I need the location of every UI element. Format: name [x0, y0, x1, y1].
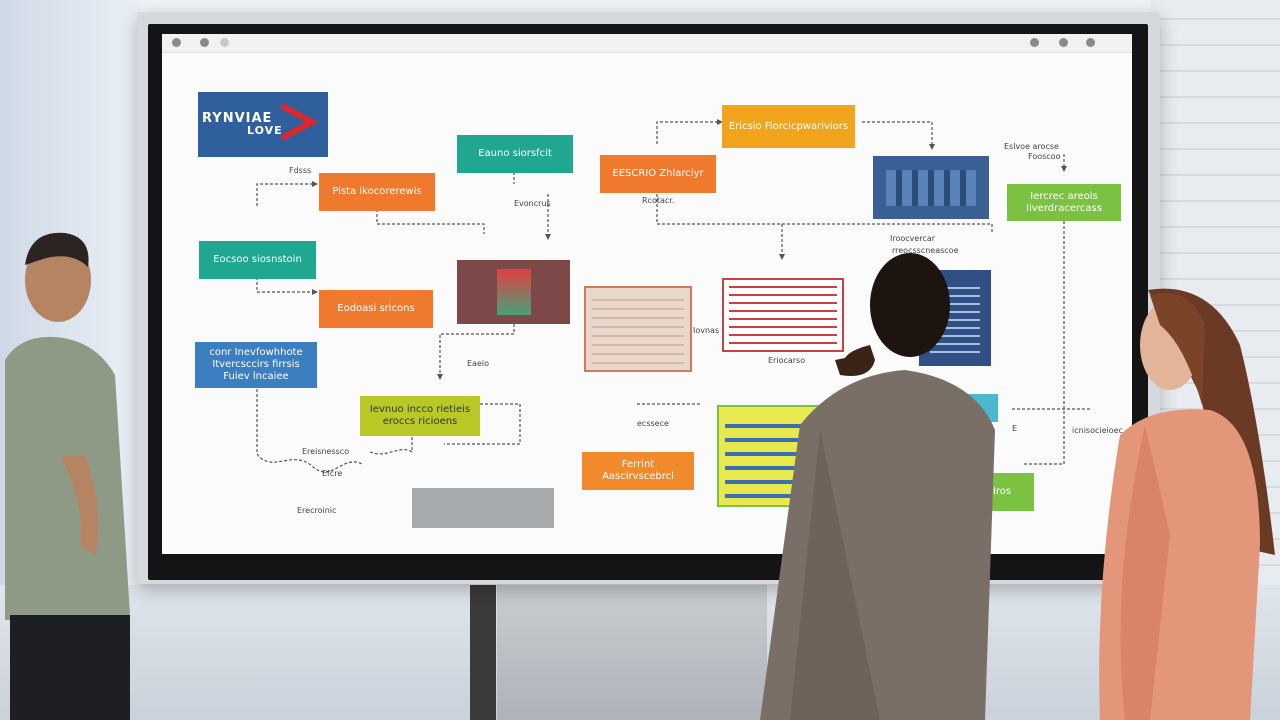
- settings-icon[interactable]: [1030, 38, 1039, 47]
- label: Fooscoo: [1028, 152, 1061, 161]
- tab-icon[interactable]: [220, 38, 229, 47]
- logo-tile: RYNVIAE LOVE: [198, 92, 328, 157]
- process-box[interactable]: Eauno siorsfcit: [457, 135, 573, 173]
- label: icnisocieioec: [1072, 426, 1123, 435]
- thumbnail-graphic: [886, 169, 976, 206]
- monitor-stand: [497, 585, 767, 720]
- table-lines: [592, 294, 684, 364]
- diagram-connectors: [256, 119, 1092, 473]
- process-box[interactable]: Pista ikocorerewis: [319, 173, 435, 211]
- report-lines: [729, 286, 837, 344]
- process-box[interactable]: Ferrint Aascirvscebrcl: [582, 452, 694, 490]
- logo-line-2: LOVE: [247, 123, 283, 137]
- screen-toolbar: [162, 34, 1132, 53]
- monitor-bezel: RYNVIAE LOVE Pista ikocorerewis Eauno si…: [148, 24, 1148, 580]
- process-box[interactable]: Ericsio Fiorcicpwariviors: [722, 105, 855, 148]
- label: Evoncrus: [514, 199, 551, 208]
- close-icon[interactable]: [1086, 38, 1095, 47]
- logo-line-1: RYNVIAE: [202, 110, 273, 126]
- person-left: [5, 232, 130, 720]
- process-box[interactable]: Eocsoo siosnstoin: [199, 241, 316, 279]
- label: ecssece: [637, 419, 669, 428]
- back-icon[interactable]: [172, 38, 181, 47]
- label: Ereisnessco: [302, 447, 350, 456]
- process-box[interactable]: Iercrec areois Iiverdracercass: [1007, 184, 1121, 221]
- label: Rcotacr.: [642, 196, 675, 205]
- gray-box[interactable]: [412, 488, 554, 528]
- label: Eriocarso: [768, 356, 806, 365]
- thumbnail-graphic: [496, 269, 531, 315]
- process-box[interactable]: conr Inevfowhhote Itvercsccirs firrsis F…: [195, 342, 317, 388]
- display-monitor: RYNVIAE LOVE Pista ikocorerewis Eauno si…: [137, 12, 1160, 584]
- chevron-right-icon: [280, 103, 318, 141]
- process-box[interactable]: Ievnuo incco rietieis eroccs ricioens: [360, 396, 480, 436]
- image-thumbnail[interactable]: [873, 156, 989, 219]
- image-thumbnail[interactable]: [457, 260, 570, 324]
- report-card[interactable]: [722, 278, 844, 352]
- label: rreocsscneascoe: [892, 246, 959, 255]
- monitor-pole: [470, 585, 496, 720]
- label: Iovnas: [693, 326, 720, 335]
- label: Erecroinic: [297, 506, 337, 515]
- label: Fdsss: [289, 166, 312, 175]
- process-box[interactable]: Eodoasi sricons: [319, 290, 433, 328]
- process-box[interactable]: EESCRIO Zhlarciyr: [600, 155, 716, 193]
- person-center: [760, 253, 995, 720]
- record-icon[interactable]: [1059, 38, 1068, 47]
- refresh-icon[interactable]: [200, 38, 209, 47]
- label: E: [1012, 424, 1018, 433]
- label: Eaeio: [467, 359, 489, 368]
- label: Efcre: [322, 469, 343, 478]
- label: Eslvoe arocse: [1004, 142, 1059, 151]
- table-card[interactable]: [584, 286, 692, 372]
- person-right: [1099, 288, 1275, 720]
- label: Iroocvercar: [890, 234, 936, 243]
